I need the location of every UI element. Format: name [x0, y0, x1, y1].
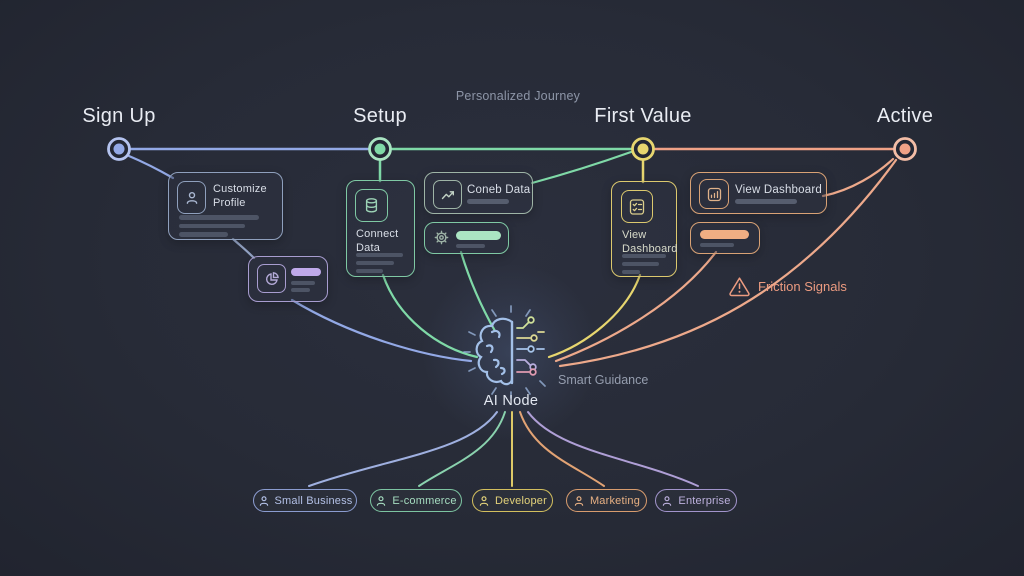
- segment-chip-label: E-commerce: [392, 494, 457, 507]
- skeleton-line: [622, 270, 640, 274]
- friction-signals-annotation: Friction Signals: [728, 276, 847, 297]
- ai-node-label: AI Node: [483, 393, 539, 409]
- pie-chart-icon: [265, 271, 279, 285]
- connect-data-title: Connect Data: [356, 228, 399, 255]
- wire-timeline-to-conebdata: [530, 150, 633, 185]
- accent-bar: [456, 231, 501, 240]
- view-dashboard-vertical-title: View Dashboard: [622, 229, 678, 256]
- wire-dashboard-to-ai: [547, 273, 642, 359]
- stage-label-firstvalue: First Value: [594, 105, 692, 127]
- skeleton-line: [356, 253, 403, 257]
- skeleton-line: [456, 243, 485, 248]
- checklist-icon: [629, 198, 645, 215]
- timeline-node-firstvalue[interactable]: [631, 137, 655, 161]
- skeleton-line: [467, 199, 509, 204]
- person-icon: [259, 495, 268, 506]
- accent-bar: [291, 268, 321, 276]
- coneb-data-title: Coneb Data: [467, 184, 531, 196]
- skeleton-line: [356, 269, 383, 273]
- stage-label-setup: Setup: [353, 105, 407, 127]
- wire-signup-to-customize: [127, 154, 175, 180]
- pie-widget-card[interactable]: [248, 256, 328, 302]
- skeleton-line: [179, 232, 228, 237]
- coneb-data-card[interactable]: Coneb Data: [424, 172, 533, 214]
- skeleton-line: [291, 288, 310, 292]
- wire-pie-to-ai: [290, 298, 473, 363]
- database-icon: [365, 198, 378, 213]
- person-icon: [663, 495, 672, 506]
- wire-ai-to-marketing: [519, 411, 605, 487]
- bar-chart-icon: [707, 187, 721, 201]
- view-dashboard-horizontal-title: View Dashboard: [735, 184, 822, 196]
- friction-signals-label: Friction Signals: [758, 279, 847, 294]
- person-icon: [574, 495, 584, 506]
- wire-ai-to-enterprise: [527, 411, 699, 487]
- segment-chip-small-business[interactable]: Small Business: [253, 489, 357, 512]
- person-icon: [377, 495, 386, 506]
- segment-chip-developer[interactable]: Developer: [472, 489, 553, 512]
- wire-connectdata-to-ai: [381, 273, 479, 359]
- timeline-node-setup[interactable]: [368, 137, 392, 161]
- trend-chart-icon: [441, 190, 454, 199]
- segment-chip-ecommerce[interactable]: E-commerce: [370, 489, 462, 512]
- wire-ai-to-ecommerce: [418, 411, 506, 487]
- wire-gear-to-ai: [459, 250, 497, 333]
- active-widget-card[interactable]: [690, 222, 760, 254]
- segment-chip-label: Enterprise: [678, 494, 731, 507]
- skeleton-line: [735, 199, 797, 204]
- journey-subtitle: Personalized Journey: [455, 89, 581, 103]
- segment-chip-enterprise[interactable]: Enterprise: [655, 489, 737, 512]
- skeleton-line: [291, 280, 315, 285]
- skeleton-line: [700, 242, 734, 247]
- stage-label-signup: Sign Up: [82, 105, 156, 127]
- user-icon: [186, 191, 197, 204]
- skeleton-line: [179, 215, 259, 220]
- view-dashboard-horizontal-card[interactable]: View Dashboard: [690, 172, 827, 214]
- timeline-node-signup[interactable]: [107, 137, 131, 161]
- wire-customize-to-pie: [231, 237, 256, 260]
- gear-icon: [434, 230, 449, 245]
- segment-chip-label: Marketing: [589, 494, 641, 507]
- timeline-node-active[interactable]: [893, 137, 917, 161]
- warning-triangle-icon: [729, 277, 750, 297]
- skeleton-line: [179, 223, 245, 228]
- customize-profile-title: Customize Profile: [213, 183, 267, 210]
- wire-ai-to-active: [558, 158, 898, 368]
- segment-chip-label: Developer: [495, 494, 547, 507]
- skeleton-line: [622, 254, 666, 258]
- connect-data-card[interactable]: Connect Data: [346, 180, 415, 277]
- wire-dashboardcard-to-active: [821, 157, 895, 198]
- person-icon: [479, 495, 489, 506]
- wire-activewidget-to-ai: [554, 250, 718, 363]
- skeleton-line: [622, 262, 659, 266]
- skeleton-line: [356, 261, 394, 265]
- wire-ai-to-smallbusiness: [308, 411, 498, 487]
- smart-guidance-label: Smart Guidance: [558, 373, 649, 387]
- accent-bar: [700, 230, 749, 239]
- brain-circuit-icon[interactable]: [461, 302, 561, 402]
- gear-widget-card[interactable]: [424, 222, 509, 254]
- stage-label-active: Active: [876, 105, 934, 127]
- segment-chip-marketing[interactable]: Marketing: [566, 489, 647, 512]
- view-dashboard-vertical-card[interactable]: View Dashboard: [611, 181, 677, 277]
- customize-profile-card[interactable]: Customize Profile: [168, 172, 283, 240]
- segment-chip-label: Small Business: [274, 494, 353, 507]
